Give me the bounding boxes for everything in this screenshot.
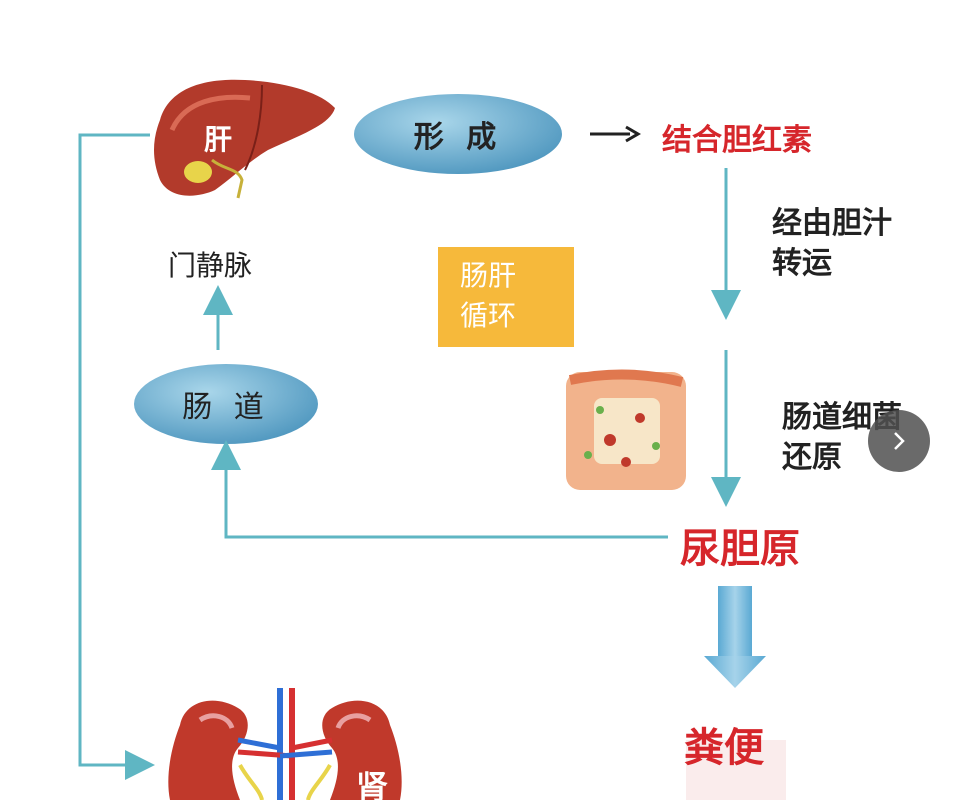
kidney-label: 肾 bbox=[356, 768, 389, 806]
liver-image bbox=[154, 79, 335, 199]
bile-transport-line-1: 经由胆汁 bbox=[772, 206, 892, 241]
intestine-label: 肠 道 bbox=[182, 390, 270, 425]
form-label: 形 成 bbox=[413, 120, 503, 155]
feces-figure bbox=[686, 740, 786, 800]
urobilinogen-label: 尿胆原 bbox=[680, 526, 800, 572]
liver-label: 肝 bbox=[204, 123, 233, 156]
intestine-ellipse bbox=[134, 364, 318, 444]
form-arrow-head bbox=[625, 125, 641, 143]
cycle-line-1: 肠肝 bbox=[460, 259, 517, 292]
big-down-arrow bbox=[704, 586, 766, 688]
cycle-line-2: 循环 bbox=[460, 299, 517, 332]
feces-label: 粪便 bbox=[684, 725, 764, 771]
kidney-image bbox=[168, 688, 402, 800]
intestine-image bbox=[566, 369, 686, 490]
next-button[interactable] bbox=[868, 410, 930, 472]
enterohepatic-box bbox=[438, 247, 574, 347]
conjugated-bilirubin-label: 结合胆红素 bbox=[662, 123, 812, 158]
form-ellipse bbox=[354, 94, 562, 174]
chevron-right-icon bbox=[894, 432, 905, 450]
bile-transport-line-2: 转运 bbox=[772, 246, 832, 281]
portal-vein-label: 门静脉 bbox=[168, 249, 253, 282]
enterohepatic-cycle-label: 肠肝 循环 bbox=[460, 256, 516, 336]
bacteria-line-2: 还原 bbox=[782, 440, 842, 475]
bile-transport-label: 经由胆汁 转运 bbox=[772, 204, 892, 284]
flow-arrows bbox=[78, 133, 741, 780]
